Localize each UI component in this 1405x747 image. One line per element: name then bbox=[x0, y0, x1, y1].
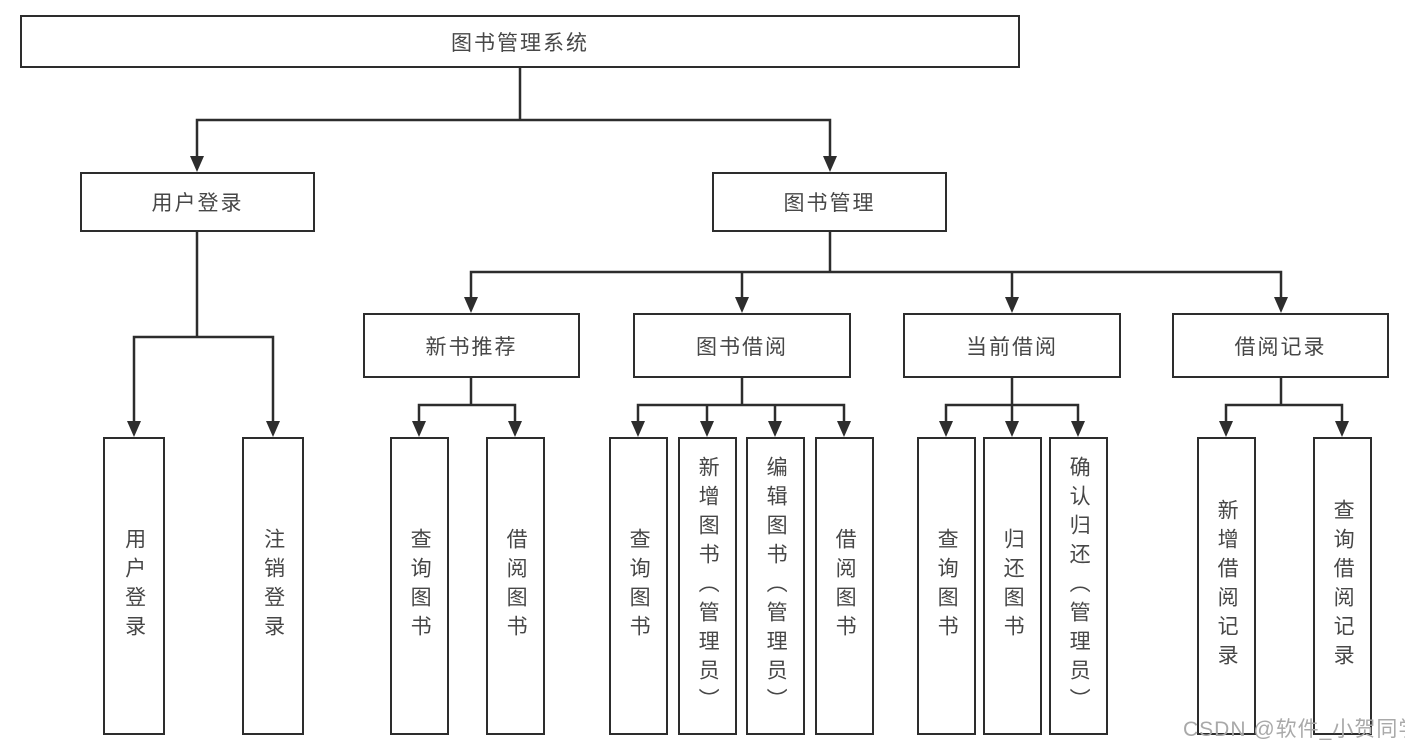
node-book-borrow: 图书借阅 bbox=[633, 313, 851, 378]
node-label: 查询图书 bbox=[408, 528, 432, 644]
leaf-add-books-admin: 新增图书（管理员） bbox=[678, 437, 737, 735]
node-label: 新增图书（管理员） bbox=[696, 455, 720, 717]
node-new-book-recommend: 新书推荐 bbox=[363, 313, 580, 378]
node-label: 查询图书 bbox=[627, 528, 651, 644]
leaf-return-books: 归还图书 bbox=[983, 437, 1042, 735]
node-borrow-records: 借阅记录 bbox=[1172, 313, 1389, 378]
node-label: 编辑图书（管理员） bbox=[764, 455, 788, 717]
edges-current-borrow-to-leaves bbox=[939, 378, 1085, 437]
leaf-logout: 注销登录 bbox=[242, 437, 304, 735]
leaf-borrow-books: 借阅图书 bbox=[815, 437, 874, 735]
leaf-query-books-borrow: 查询图书 bbox=[609, 437, 668, 735]
edges-book-borrow-to-leaves bbox=[631, 378, 851, 437]
node-label: 归还图书 bbox=[1001, 528, 1025, 644]
node-label: 用户登录 bbox=[151, 192, 244, 215]
edges-borrow-records-to-leaves bbox=[1219, 378, 1349, 437]
node-library-management-system: 图书管理系统 bbox=[20, 15, 1020, 68]
node-label: 借阅图书 bbox=[833, 528, 857, 644]
csdn-watermark: CSDN @软件_小贺同学 bbox=[1183, 718, 1405, 741]
node-label: 图书借阅 bbox=[696, 335, 788, 359]
node-label: 查询图书 bbox=[935, 528, 959, 644]
node-label: 注销登录 bbox=[261, 528, 285, 644]
leaf-add-borrow-record: 新增借阅记录 bbox=[1197, 437, 1256, 735]
node-label: 当前借阅 bbox=[966, 335, 1058, 359]
leaf-query-borrow-record: 查询借阅记录 bbox=[1313, 437, 1372, 735]
leaf-query-books-recommend: 查询图书 bbox=[390, 437, 449, 735]
node-label: 借阅图书 bbox=[504, 528, 528, 644]
node-book-management: 图书管理 bbox=[712, 172, 947, 232]
edges-new-book-recommend-to-leaves bbox=[412, 378, 522, 437]
node-label: 借阅记录 bbox=[1234, 335, 1327, 359]
leaf-edit-books-admin: 编辑图书（管理员） bbox=[746, 437, 805, 735]
node-user-login: 用户登录 bbox=[80, 172, 315, 232]
node-label: 图书管理 bbox=[783, 192, 876, 215]
node-label: 图书管理系统 bbox=[451, 31, 589, 55]
leaf-query-books-current: 查询图书 bbox=[917, 437, 976, 735]
leaf-user-login: 用户登录 bbox=[103, 437, 165, 735]
leaf-confirm-return-admin: 确认归还（管理员） bbox=[1049, 437, 1108, 735]
node-label: 确认归还（管理员） bbox=[1067, 455, 1091, 717]
node-label: 新书推荐 bbox=[425, 335, 518, 359]
node-label: 查询借阅记录 bbox=[1331, 499, 1355, 673]
edges-root-to-level2 bbox=[190, 68, 837, 172]
edges-book-management-to-level3 bbox=[464, 232, 1288, 313]
edges-user-login-to-leaves bbox=[127, 232, 280, 437]
node-current-borrow: 当前借阅 bbox=[903, 313, 1121, 378]
leaf-borrow-books-recommend: 借阅图书 bbox=[486, 437, 545, 735]
node-label: 用户登录 bbox=[122, 528, 146, 644]
node-label: 新增借阅记录 bbox=[1215, 499, 1239, 673]
